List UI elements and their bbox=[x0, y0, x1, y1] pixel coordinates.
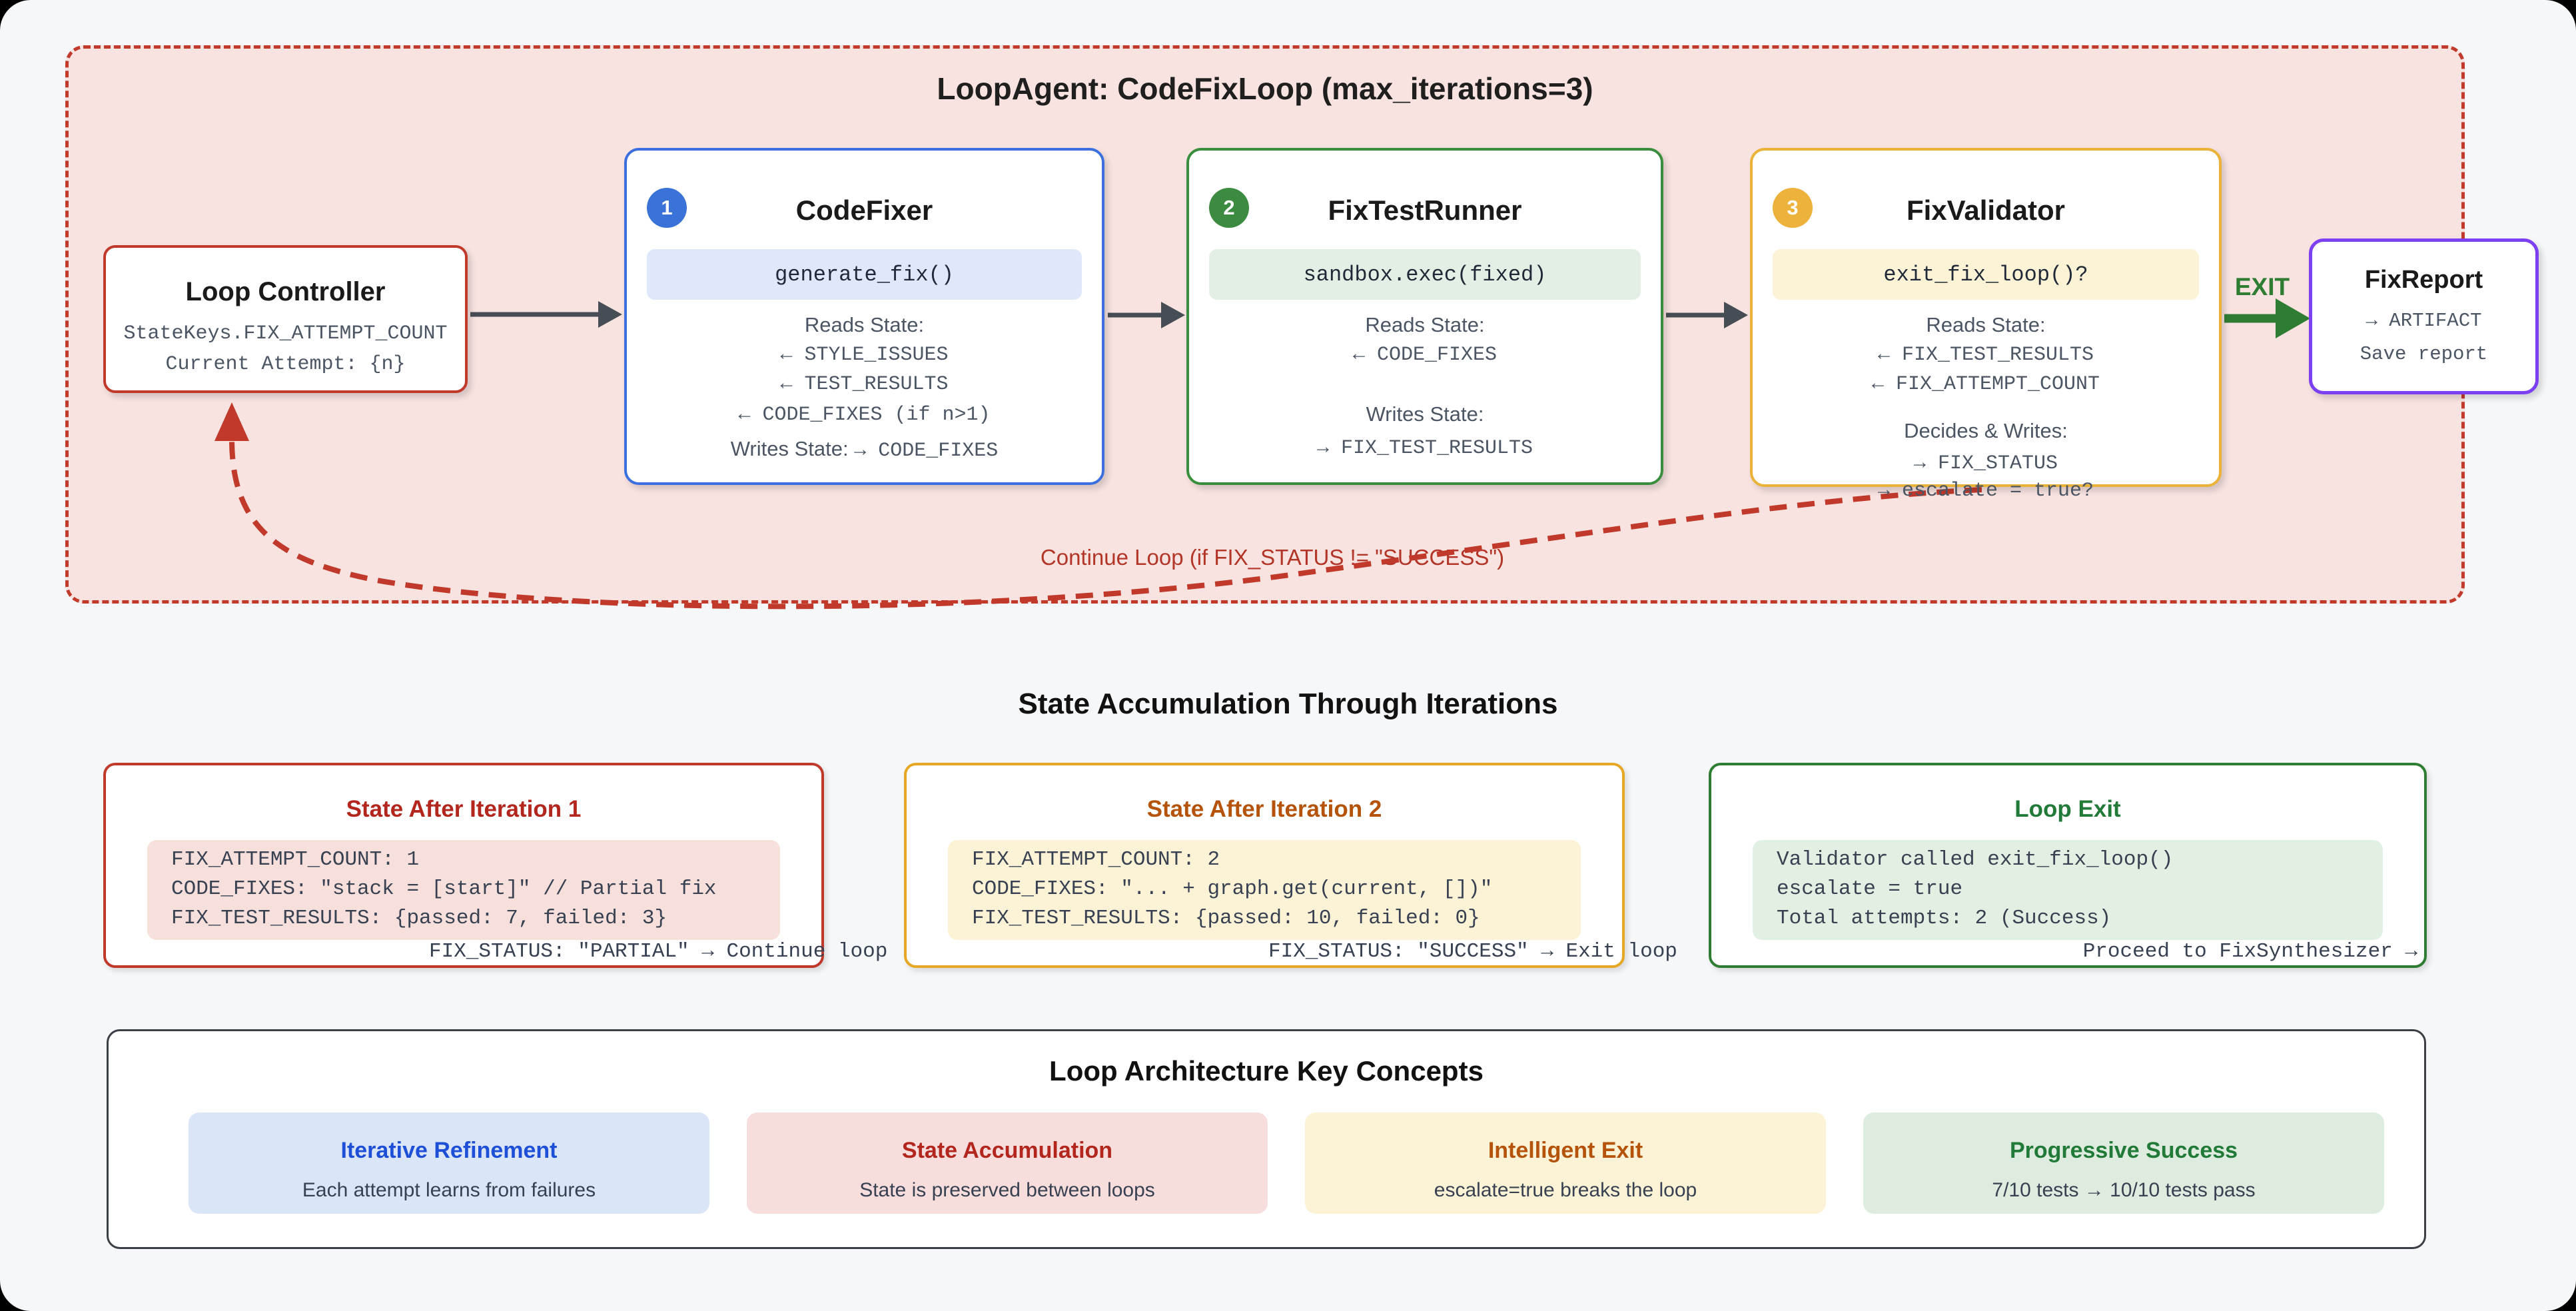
step-1-badge: 1 bbox=[647, 188, 687, 228]
state-key-line: ← TEST_RESULTS bbox=[780, 373, 949, 396]
iteration-2-title: State After Iteration 2 bbox=[1146, 796, 1382, 822]
fix-validator-method-pill: exit_fix_loop()? bbox=[1773, 249, 2199, 300]
writes-state-value: → CODE_FIXES bbox=[854, 440, 999, 462]
reads-state-label: Reads State: bbox=[1365, 313, 1485, 336]
fix-report-artifact-line: → ARTIFACT bbox=[2365, 310, 2482, 332]
state-line: FIX_ATTEMPT_COUNT: 1 bbox=[171, 848, 420, 871]
concept-subtitle: 7/10 tests → 10/10 tests pass bbox=[1992, 1179, 2256, 1201]
decides-writes-label: Decides & Writes: bbox=[1904, 419, 2068, 442]
fix-validator-title: FixValidator bbox=[1906, 195, 2066, 226]
loop-exit-state-panel: Validator called exit_fix_loop() escalat… bbox=[1753, 840, 2383, 940]
iteration-2-card: State After Iteration 2 FIX_ATTEMPT_COUN… bbox=[904, 763, 1677, 968]
concept-title: Iterative Refinement bbox=[340, 1138, 558, 1163]
concept-subtitle: State is preserved between loops bbox=[859, 1179, 1155, 1201]
state-line: CODE_FIXES: "... + graph.get(current, []… bbox=[972, 877, 1493, 901]
iteration-2-status-line: FIX_STATUS: "SUCCESS" → Exit loop bbox=[1268, 940, 1677, 963]
concept-subtitle: escalate=true breaks the loop bbox=[1434, 1179, 1697, 1201]
concept-card-intelligent-exit: Intelligent Exit escalate=true breaks th… bbox=[1305, 1112, 1826, 1214]
reads-state-label: Reads State: bbox=[1926, 313, 2046, 336]
node-fix-test-runner: 2 FixTestRunner sandbox.exec(fixed) Read… bbox=[1186, 148, 1663, 485]
code-fixer-title: CodeFixer bbox=[795, 195, 933, 226]
loop-exit-title: Loop Exit bbox=[2014, 796, 2121, 822]
code-fixer-method-pill: generate_fix() bbox=[647, 249, 1082, 300]
concept-title: Intelligent Exit bbox=[1488, 1138, 1643, 1163]
concept-title: Progressive Success bbox=[2009, 1138, 2238, 1163]
state-key-line: ← CODE_FIXES bbox=[1352, 344, 1498, 366]
state-line: FIX_ATTEMPT_COUNT: 2 bbox=[972, 848, 1220, 871]
node-fix-report: FixReport → ARTIFACT Save report bbox=[2309, 238, 2539, 394]
writes-state-label: Writes State: bbox=[730, 437, 849, 460]
fix-report-save-line: Save report bbox=[2360, 343, 2488, 365]
state-section-title: State Accumulation Through Iterations bbox=[1018, 687, 1558, 720]
node-fix-validator: 3 FixValidator exit_fix_loop()? Reads St… bbox=[1750, 148, 2222, 502]
concept-subtitle: Each attempt learns from failures bbox=[302, 1179, 596, 1201]
fix-test-runner-method-pill: sandbox.exec(fixed) bbox=[1209, 249, 1641, 300]
iteration-2-state-panel: FIX_ATTEMPT_COUNT: 2 CODE_FIXES: "... + … bbox=[948, 840, 1581, 940]
loop-controller-state-key: StateKeys.FIX_ATTEMPT_COUNT bbox=[123, 322, 448, 345]
loop-controller-title: Loop Controller bbox=[185, 277, 386, 306]
state-key-line: ← FIX_TEST_RESULTS bbox=[1877, 344, 2094, 366]
exit-label: EXIT bbox=[2234, 273, 2290, 300]
loop-controller-attempt: Current Attempt: {n} bbox=[165, 353, 406, 376]
fix-report-title: FixReport bbox=[2364, 266, 2483, 294]
state-line: FIX_TEST_RESULTS: {passed: 7, failed: 3} bbox=[171, 907, 667, 930]
node-loop-controller: Loop Controller StateKeys.FIX_ATTEMPT_CO… bbox=[103, 245, 468, 393]
concept-card-iterative-refinement: Iterative Refinement Each attempt learns… bbox=[189, 1112, 709, 1214]
state-key-line: → FIX_STATUS bbox=[1913, 452, 2058, 475]
concept-card-state-accumulation: State Accumulation State is preserved be… bbox=[747, 1112, 1268, 1214]
concept-card-progressive-success: Progressive Success 7/10 tests → 10/10 t… bbox=[1863, 1112, 2384, 1214]
state-key-line: ← CODE_FIXES (if n>1) bbox=[738, 404, 991, 426]
reads-state-label: Reads State: bbox=[804, 313, 925, 336]
state-line: CODE_FIXES: "stack = [start]" // Partial… bbox=[171, 877, 717, 901]
state-key-line: → FIX_TEST_RESULTS bbox=[1316, 437, 1533, 460]
state-line: Validator called exit_fix_loop() bbox=[1777, 848, 2174, 871]
state-key-line: ← FIX_ATTEMPT_COUNT bbox=[1871, 373, 2100, 396]
fix-test-runner-title: FixTestRunner bbox=[1328, 195, 1522, 226]
continue-loop-label: Continue Loop (if FIX_STATUS != "SUCCESS… bbox=[1040, 545, 1505, 570]
state-line: escalate = true bbox=[1777, 877, 1963, 901]
iteration-1-state-panel: FIX_ATTEMPT_COUNT: 1 CODE_FIXES: "stack … bbox=[147, 840, 780, 940]
state-line: FIX_TEST_RESULTS: {passed: 10, failed: 0… bbox=[972, 907, 1480, 930]
concept-title: State Accumulation bbox=[901, 1138, 1113, 1163]
escalate-line: → escalate = true? bbox=[1877, 480, 2094, 502]
proceed-line: Proceed to FixSynthesizer → bbox=[2082, 940, 2417, 963]
node-code-fixer: 1 CodeFixer generate_fix() Reads State: … bbox=[624, 148, 1104, 485]
iteration-1-card: State After Iteration 1 FIX_ATTEMPT_COUN… bbox=[103, 763, 887, 968]
step-3-badge: 3 bbox=[1773, 188, 1813, 228]
state-line: Total attempts: 2 (Success) bbox=[1777, 907, 2112, 930]
state-key-line: ← STYLE_ISSUES bbox=[780, 344, 949, 366]
writes-state-label: Writes State: bbox=[1366, 402, 1484, 426]
step-2-badge: 2 bbox=[1209, 188, 1249, 228]
key-concepts-section: Loop Architecture Key Concepts Iterative… bbox=[107, 1029, 2426, 1249]
iteration-1-title: State After Iteration 1 bbox=[346, 796, 582, 822]
loop-exit-card: Loop Exit Validator called exit_fix_loop… bbox=[1709, 763, 2427, 968]
key-concepts-title: Loop Architecture Key Concepts bbox=[1049, 1055, 1484, 1087]
writes-state-line: Writes State: → CODE_FIXES bbox=[627, 437, 1102, 462]
loop-agent-title: LoopAgent: CodeFixLoop (max_iterations=3… bbox=[937, 71, 1593, 106]
iteration-1-status-line: FIX_STATUS: "PARTIAL" → Continue loop bbox=[429, 940, 888, 963]
